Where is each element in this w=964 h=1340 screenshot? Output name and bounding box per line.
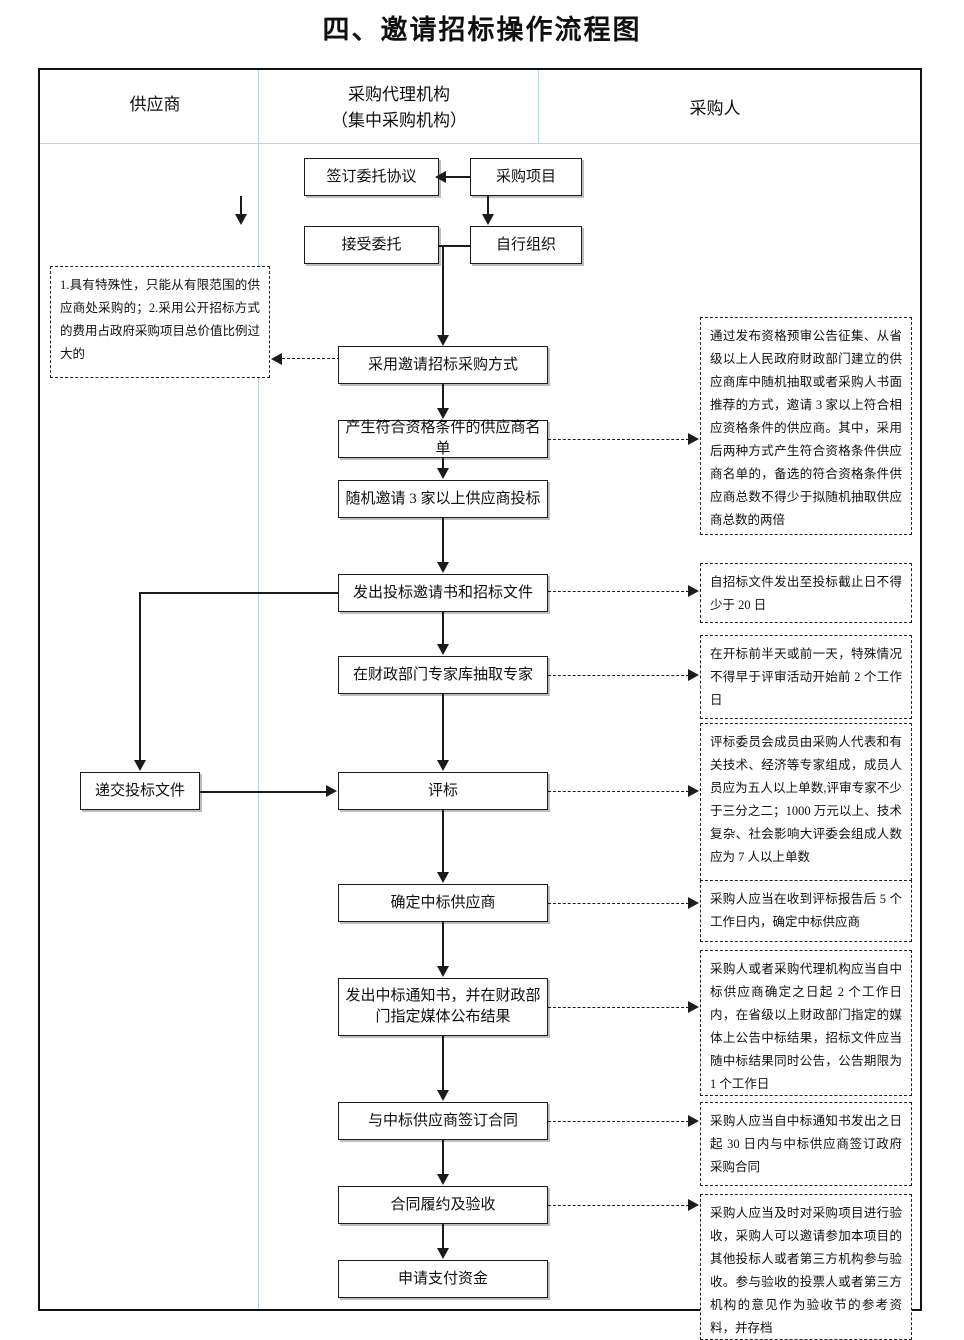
arrowhead-notice-to-contract: [437, 1090, 449, 1101]
arrowhead-invite3-to-issue: [437, 562, 449, 573]
arrowhead-winner-to-notice: [437, 966, 449, 977]
arrowhead-performance-to-payment: [437, 1248, 449, 1259]
column-header-agency-line1: 采购代理机构: [348, 85, 450, 104]
connector-experts-to-evaluation: [442, 694, 444, 761]
arrowhead-to-conditions-note: [271, 353, 282, 365]
connector-issue-to-experts: [442, 612, 444, 645]
connector-performance-to-payment: [442, 1224, 444, 1249]
note-acceptance: 采购人应当及时对采购项目进行验收，采购人可以邀请参加本项目的其他投标人或者第三方…: [700, 1194, 912, 1340]
arrowhead-acceptance-note: [688, 1199, 699, 1211]
connector-project-to-self: [487, 196, 489, 215]
note-determine-winner-time: 采购人应当在收到评标报告后 5 个工作日内，确定中标供应商: [700, 880, 912, 942]
arrowhead-sign-to-accept: [235, 214, 247, 225]
connector-notice-to-contract: [442, 1036, 444, 1091]
node-bid-evaluation[interactable]: 评标: [338, 772, 548, 810]
arrowhead-announce-note: [688, 1001, 699, 1013]
column-header-agency: 采购代理机构 （集中采购机构）: [268, 82, 530, 134]
column-header-agency-line2: （集中采购机构）: [331, 111, 467, 130]
node-sign-entrust[interactable]: 签订委托协议: [304, 158, 439, 196]
node-contract-performance[interactable]: 合同履约及验收: [338, 1186, 548, 1224]
column-divider-1: [258, 70, 259, 1309]
arrowhead-contract-to-performance: [437, 1174, 449, 1185]
dash-winner-to-note: [548, 903, 689, 904]
arrowhead-to-invited-bidding: [437, 335, 449, 346]
arrowhead-to-submit-bid-docs: [134, 760, 146, 771]
arrowhead-issue-to-experts: [437, 644, 449, 655]
note-supplier-list: 通过发布资格预审公告征集、从省级以上人民政府财政部门建立的供应商库中随机抽取或者…: [700, 317, 912, 535]
note-evaluation-committee: 评标委员会成员由采购人代表和有关技术、经济等专家组成，成员人员应为五人以上单数,…: [700, 723, 912, 881]
connector-submit-to-evaluation: [200, 791, 327, 793]
note-bid-deadline: 自招标文件发出至投标截止日不得少于 20 日: [700, 563, 912, 623]
node-issue-invitation-docs[interactable]: 发出投标邀请书和招标文件: [338, 574, 548, 612]
arrowhead-project-to-sign: [435, 171, 446, 183]
note-expert-draw-time: 在开标前半天或前一天，特殊情况不得早于评审活动开始前 2 个工作日: [700, 635, 912, 719]
node-apply-payment[interactable]: 申请支付资金: [338, 1260, 548, 1298]
note-contract-time: 采购人应当自中标通知书发出之日起 30 日内与中标供应商签订政府采购合同: [700, 1102, 912, 1186]
note-announce-result: 采购人或者采购代理机构应当自中标供应商确定之日起 2 个工作日内，在省级以上财政…: [700, 950, 912, 1096]
connector-invited-to-list: [442, 384, 444, 409]
connector-invite3-to-issue: [442, 518, 444, 563]
arrowhead-invited-to-list: [437, 408, 449, 419]
node-procurement-project[interactable]: 采购项目: [470, 158, 582, 196]
node-self-organize[interactable]: 自行组织: [470, 226, 582, 264]
node-invite-three-suppliers[interactable]: 随机邀请 3 家以上供应商投标: [338, 480, 548, 518]
connector-evaluation-to-winner: [442, 810, 444, 873]
node-sign-contract[interactable]: 与中标供应商签订合同: [338, 1102, 548, 1140]
arrowhead-evaluation-to-winner: [437, 872, 449, 883]
connector-list-to-invite3: [442, 458, 444, 469]
arrowhead-winner-note: [688, 897, 699, 909]
dash-performance-to-note: [548, 1205, 689, 1206]
arrowhead-contract-note: [688, 1115, 699, 1127]
dash-experts-to-note: [548, 675, 689, 676]
dash-invited-bidding-to-conditions: [282, 358, 340, 359]
flowchart-frame: 供应商 采购代理机构 （集中采购机构） 采购人 签订委托协议 采购项目 接受委托…: [38, 68, 922, 1340]
arrowhead-evaluation-note: [688, 785, 699, 797]
merge-bar-entrust-organize: [439, 245, 470, 247]
page-title: 四、邀请招标操作流程图: [322, 15, 642, 45]
arrowhead-list-to-invite3: [437, 468, 449, 479]
node-accept-entrust[interactable]: 接受委托: [304, 226, 439, 264]
node-submit-bid-docs[interactable]: 递交投标文件: [80, 772, 200, 810]
dash-list-to-note: [548, 439, 689, 440]
node-use-invited-bidding[interactable]: 采用邀请招标采购方式: [338, 346, 548, 384]
node-determine-winner[interactable]: 确定中标供应商: [338, 884, 548, 922]
connector-issue-to-left-rail: [139, 592, 339, 594]
connector-winner-to-notice: [442, 922, 444, 967]
arrowhead-experts-to-evaluation: [437, 760, 449, 771]
dash-notice-to-note: [548, 1007, 689, 1008]
arrowhead-submit-to-evaluation: [326, 785, 337, 797]
node-generate-supplier-list[interactable]: 产生符合资格条件的供应商名单: [338, 420, 548, 458]
note-conditions: 1.具有特殊性，只能从有限范围的供应商处采购的；2.采用公开招标方式的费用占政府…: [50, 266, 270, 378]
dash-issue-to-note: [548, 591, 689, 592]
connector-sign-to-accept: [240, 196, 242, 215]
header-separator: [40, 143, 920, 144]
column-header-supplier: 供应商: [129, 95, 181, 114]
column-header-purchaser: 采购人: [689, 99, 741, 118]
dash-contract-to-note: [548, 1121, 689, 1122]
arrowhead-bid-deadline-note: [688, 585, 699, 597]
connector-left-rail-down: [139, 592, 141, 760]
arrowhead-project-to-self: [482, 214, 494, 225]
dash-evaluation-to-note: [548, 791, 689, 792]
connector-contract-to-performance: [442, 1140, 444, 1175]
merge-stem-to-invited-bidding: [442, 245, 444, 336]
column-divider-2: [538, 70, 539, 143]
node-issue-award-notice[interactable]: 发出中标通知书，并在财政部门指定媒体公布结果: [338, 978, 548, 1036]
arrowhead-list-note: [688, 433, 699, 445]
arrowhead-expert-note: [688, 669, 699, 681]
node-draw-experts[interactable]: 在财政部门专家库抽取专家: [338, 656, 548, 694]
connector-project-to-sign: [445, 176, 470, 178]
